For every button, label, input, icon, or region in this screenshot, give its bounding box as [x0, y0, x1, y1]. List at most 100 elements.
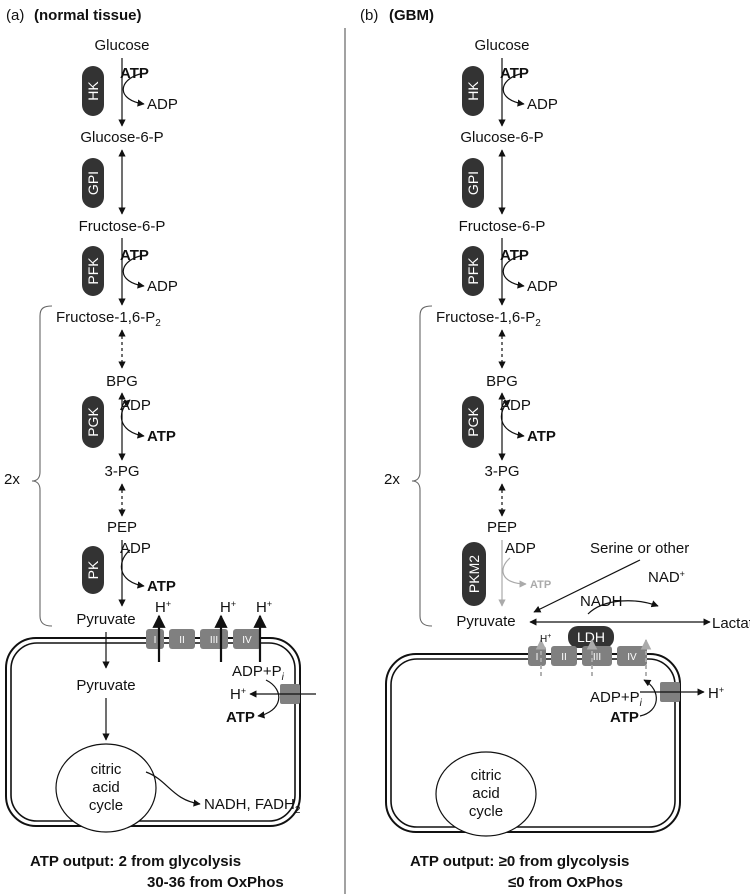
metabolite-3-pg: 3-PG [104, 463, 139, 480]
svg-text:II: II [179, 635, 185, 646]
proton-label-i: H+ [540, 633, 551, 645]
enzyme-pk: PK [82, 546, 104, 594]
output-line-2: ≤0 from OxPhos [508, 874, 623, 891]
cycle-line-2: acid [472, 785, 500, 802]
svg-text:I: I [154, 635, 157, 646]
atp-pkm2-faded: ATP [530, 579, 551, 591]
cycle-line-3: cycle [469, 803, 503, 820]
svg-text:GPI: GPI [465, 171, 481, 195]
metabolite-lactate: Lactate [712, 615, 750, 632]
synthase-proton-label: H+ [230, 686, 246, 703]
adp-hk: ADP [147, 96, 178, 113]
adp-pkm2: ADP [505, 540, 536, 557]
cycle-line-1: citric [471, 767, 502, 784]
adp-pgk: ADP [120, 397, 151, 414]
synthase-atp: ATP [226, 709, 255, 726]
metabolite-glucose: Glucose [474, 37, 529, 54]
multiplier-bracket [31, 305, 53, 627]
adp-pfk: ADP [527, 278, 558, 295]
cycle-line-3: cycle [89, 797, 123, 814]
cycle-line-1: citric [91, 761, 122, 778]
enzyme-pfk: PFK [462, 246, 484, 296]
hk-cofactor-arrow [122, 73, 145, 107]
metabolite-fructose-1-6-p2: Fructose-1,6-P2 [56, 309, 161, 329]
multiplier-label: 2x [384, 471, 400, 488]
output-line-2: 30-36 from OxPhos [147, 874, 284, 891]
etc-complexes: I II III IV [146, 629, 261, 649]
enzyme-pgk: PGK [82, 396, 104, 448]
arrow-nadh-nad [587, 600, 659, 615]
proton-label-i: H+ [155, 599, 171, 616]
svg-text:PKM2: PKM2 [466, 555, 482, 593]
output-line-1: ATP output: 2 from glycolysis [30, 853, 241, 870]
multiplier-bracket [411, 305, 433, 627]
serine-or-other: Serine or other [590, 540, 689, 557]
svg-text:GPI: GPI [85, 171, 101, 195]
atp-pk: ATP [147, 578, 176, 595]
enzyme-pfk: PFK [82, 246, 104, 296]
proton-label-iv: H+ [256, 599, 272, 616]
svg-text:IV: IV [242, 635, 252, 646]
complex-iv [233, 629, 261, 649]
atp-pgk: ATP [527, 428, 556, 445]
panel-b-label: (b) [360, 7, 378, 24]
svg-text:HK: HK [465, 81, 481, 101]
arrow-serine-pyruvate [533, 559, 641, 613]
panel-a-title: (normal tissue) [34, 7, 142, 24]
enzyme-hk: HK [82, 66, 104, 116]
pfk-cofactor-arrow [502, 255, 525, 289]
cycle-line-2: acid [92, 779, 120, 796]
atp-pfk: ATP [120, 247, 149, 264]
pgk-cofactor-arrow [500, 399, 525, 439]
metabolite-3-pg: 3-PG [484, 463, 519, 480]
enzyme-pgk: PGK [462, 396, 484, 448]
proton-label-iii: H+ [220, 599, 236, 616]
nad-label: NAD+ [648, 569, 685, 586]
citric-acid-cycle [435, 751, 537, 837]
metabolite-pyruvate: Pyruvate [76, 611, 135, 628]
panel-b: (b) (GBM) Glucose Glucose-6-P Fructose-6… [360, 7, 750, 891]
svg-text:HK: HK [85, 81, 101, 101]
panel-b-title: (GBM) [389, 7, 434, 24]
adp-hk: ADP [527, 96, 558, 113]
pgk-cofactor-arrow [120, 399, 145, 439]
complex-ii [169, 629, 195, 649]
multiplier-label: 2x [4, 471, 20, 488]
atp-pfk: ATP [500, 247, 529, 264]
nadh-label: NADH [580, 593, 623, 610]
adp-pgk: ADP [500, 397, 531, 414]
panel-a-label: (a) [6, 7, 24, 24]
metabolite-pyruvate: Pyruvate [456, 613, 515, 630]
svg-text:III: III [593, 652, 601, 663]
atp-pgk: ATP [147, 428, 176, 445]
synthase-atp: ATP [610, 709, 639, 726]
synthase-atp-arrow [639, 679, 657, 717]
metabolite-bpg: BPG [486, 373, 518, 390]
metabolite-pep: PEP [487, 519, 517, 536]
citric-acid-cycle [55, 743, 157, 833]
synthase-proton-label: H+ [708, 685, 724, 702]
etc-complexes: I II III IV [528, 646, 647, 666]
metabolite-pep: PEP [107, 519, 137, 536]
metabolite-fructose-6-p: Fructose-6-P [459, 218, 546, 235]
svg-text:PK: PK [85, 560, 101, 579]
metabolite-fructose-1-6-p2: Fructose-1,6-P2 [436, 309, 541, 329]
panel-a: (a) (normal tissue) Glucose Glucose-6-P … [4, 7, 316, 891]
nadh-fadh2: NADH, FADH2 [204, 796, 301, 816]
enzyme-hk: HK [462, 66, 484, 116]
metabolite-pyruvate-mito: Pyruvate [76, 677, 135, 694]
atp-hk: ATP [120, 65, 149, 82]
hk-cofactor-arrow [502, 73, 525, 107]
pk-cofactor-arrow [120, 549, 145, 589]
enzyme-gpi: GPI [82, 158, 104, 208]
svg-text:I: I [536, 652, 539, 663]
complex-iv [617, 646, 647, 666]
complex-ii [551, 646, 577, 666]
metabolite-fructose-6-p: Fructose-6-P [79, 218, 166, 235]
enzyme-pkm2: PKM2 [462, 542, 486, 606]
enzyme-ldh: LDH [568, 626, 614, 648]
synthase-adp-pi: ADP+Pi [590, 689, 643, 709]
atp-hk: ATP [500, 65, 529, 82]
pkm2-cofactor-arrow-faded [502, 557, 527, 588]
adp-pk: ADP [120, 540, 151, 557]
